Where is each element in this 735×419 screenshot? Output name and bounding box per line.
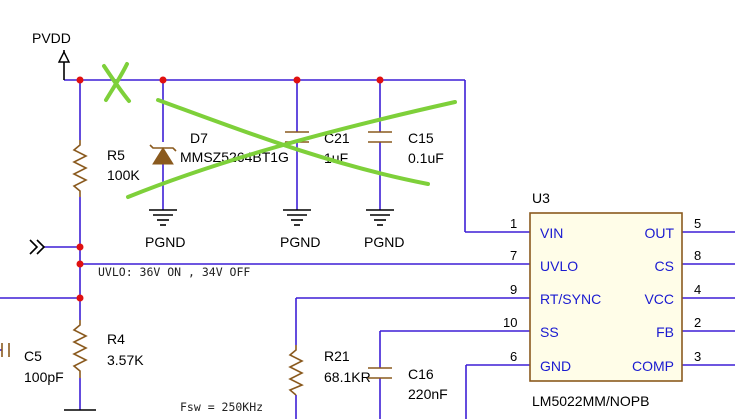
pin-name: COMP xyxy=(632,358,674,374)
junction-dot xyxy=(293,76,301,84)
pin-number: 2 xyxy=(694,315,701,330)
c15-ref: C15 xyxy=(408,130,434,146)
pin-number: 10 xyxy=(503,315,517,330)
pin-name: RT/SYNC xyxy=(540,291,601,307)
uvlo-note: UVLO: 36V ON , 34V OFF xyxy=(98,265,250,279)
c16-ref: C16 xyxy=(408,366,434,382)
net-arrow-icon xyxy=(29,239,46,255)
pin-name: CS xyxy=(655,258,674,274)
pvdd-label: PVDD xyxy=(32,30,71,46)
fsw-note: Fsw = 250KHz xyxy=(180,400,263,414)
pin-name: UVLO xyxy=(540,258,578,274)
r5-value: 100K xyxy=(107,167,140,183)
capacitor-c16: C16 220nF xyxy=(368,366,448,402)
ic-u3: U3 LM5022MM/NOPB 1 7 9 10 6 VIN UVLO RT/… xyxy=(503,190,701,409)
pgnd-label: PGND xyxy=(364,234,404,250)
resistor-r4: R4 3.57K xyxy=(72,320,144,378)
r4-value: 3.57K xyxy=(107,352,144,368)
pin-number: 8 xyxy=(694,248,701,263)
small-x-stroke xyxy=(104,62,129,102)
r4-ref: R4 xyxy=(107,331,125,347)
junction-dot xyxy=(376,76,384,84)
pvdd-power-symbol: PVDD xyxy=(32,30,71,80)
pin-name: VIN xyxy=(540,225,563,241)
c5-value: 100pF xyxy=(24,369,64,385)
large-x-stroke xyxy=(126,100,457,199)
r21-ref: R21 xyxy=(324,348,350,364)
pin-number: 6 xyxy=(510,349,517,364)
junction-dot xyxy=(76,260,84,268)
pin-name: VCC xyxy=(644,291,674,307)
pgnd-label: PGND xyxy=(280,234,320,250)
resistor-r21: R21 68.1KR xyxy=(288,345,371,396)
pin-number: 3 xyxy=(694,349,701,364)
c16-value: 220nF xyxy=(408,386,448,402)
d7-part: MMSZ5264BT1G xyxy=(180,149,289,165)
pin-number: 4 xyxy=(694,282,701,297)
junction-dot xyxy=(159,76,167,84)
r5-ref: R5 xyxy=(107,147,125,163)
ground-symbol: PGND xyxy=(145,209,185,250)
d7-ref: D7 xyxy=(190,130,208,146)
pin-name: FB xyxy=(656,324,674,340)
c15-value: 0.1uF xyxy=(408,150,444,166)
capacitor-c5: C5 100pF xyxy=(1,343,64,385)
junction-dot xyxy=(76,76,84,84)
pin-number: 1 xyxy=(510,216,517,231)
ground-symbol: PGND xyxy=(364,209,404,250)
ground-symbol: PGND xyxy=(280,209,320,250)
ic-part: LM5022MM/NOPB xyxy=(532,393,649,409)
junction-dot xyxy=(76,243,84,251)
resistor-r5: R5 100K xyxy=(72,140,140,197)
junction-dot xyxy=(76,294,84,302)
pin-name: OUT xyxy=(644,225,674,241)
r21-value: 68.1KR xyxy=(324,369,371,385)
wires xyxy=(0,79,735,419)
c5-ref: C5 xyxy=(24,348,42,364)
pin-number: 5 xyxy=(694,216,701,231)
junctions xyxy=(76,76,384,302)
pgnd-label: PGND xyxy=(145,234,185,250)
strike-out-markup xyxy=(102,62,457,199)
ic-ref: U3 xyxy=(532,190,550,206)
pin-name: SS xyxy=(540,324,559,340)
pin-number: 7 xyxy=(510,248,517,263)
pin-number: 9 xyxy=(510,282,517,297)
pin-name: GND xyxy=(540,358,571,374)
capacitor-c15: C15 0.1uF xyxy=(368,130,444,166)
